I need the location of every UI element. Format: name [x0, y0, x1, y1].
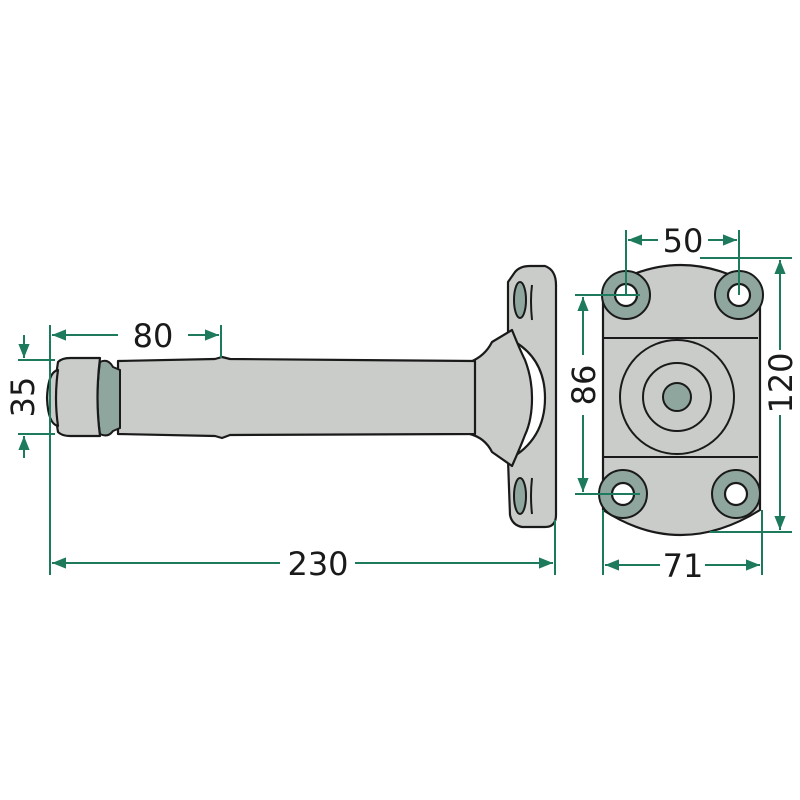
dimension-80: 80 [49, 317, 222, 575]
dimension-71: 71 [602, 510, 763, 585]
pin-head [53, 356, 102, 438]
dimension-label-50: 50 [663, 222, 704, 260]
flange-hole-top [513, 281, 527, 319]
front-view-flange [598, 263, 764, 537]
flange-edges [530, 284, 533, 515]
flange-side [506, 264, 558, 529]
flange-hole-bottom [513, 477, 527, 515]
center-bore [662, 382, 692, 412]
dimension-label-230: 230 [287, 545, 348, 583]
dimension-230: 230 [52, 520, 556, 583]
groove [96, 359, 121, 437]
dimension-label-120: 120 [762, 352, 800, 413]
dimension-label-80: 80 [133, 317, 174, 355]
dimension-86: 86 [565, 294, 640, 495]
pin-tip [45, 368, 60, 428]
dimension-label-71: 71 [663, 547, 704, 585]
dimension-50: 50 [625, 222, 740, 295]
shaft-transition [468, 328, 534, 468]
dimension-120: 120 [700, 257, 800, 533]
boss-inner [642, 362, 712, 432]
dimension-35: 35 [4, 335, 55, 458]
dimension-label-86: 86 [565, 365, 603, 406]
shaft [116, 355, 477, 440]
side-view-pin [45, 264, 558, 529]
dimension-label-35: 35 [4, 377, 42, 418]
boss-outer [619, 339, 735, 455]
